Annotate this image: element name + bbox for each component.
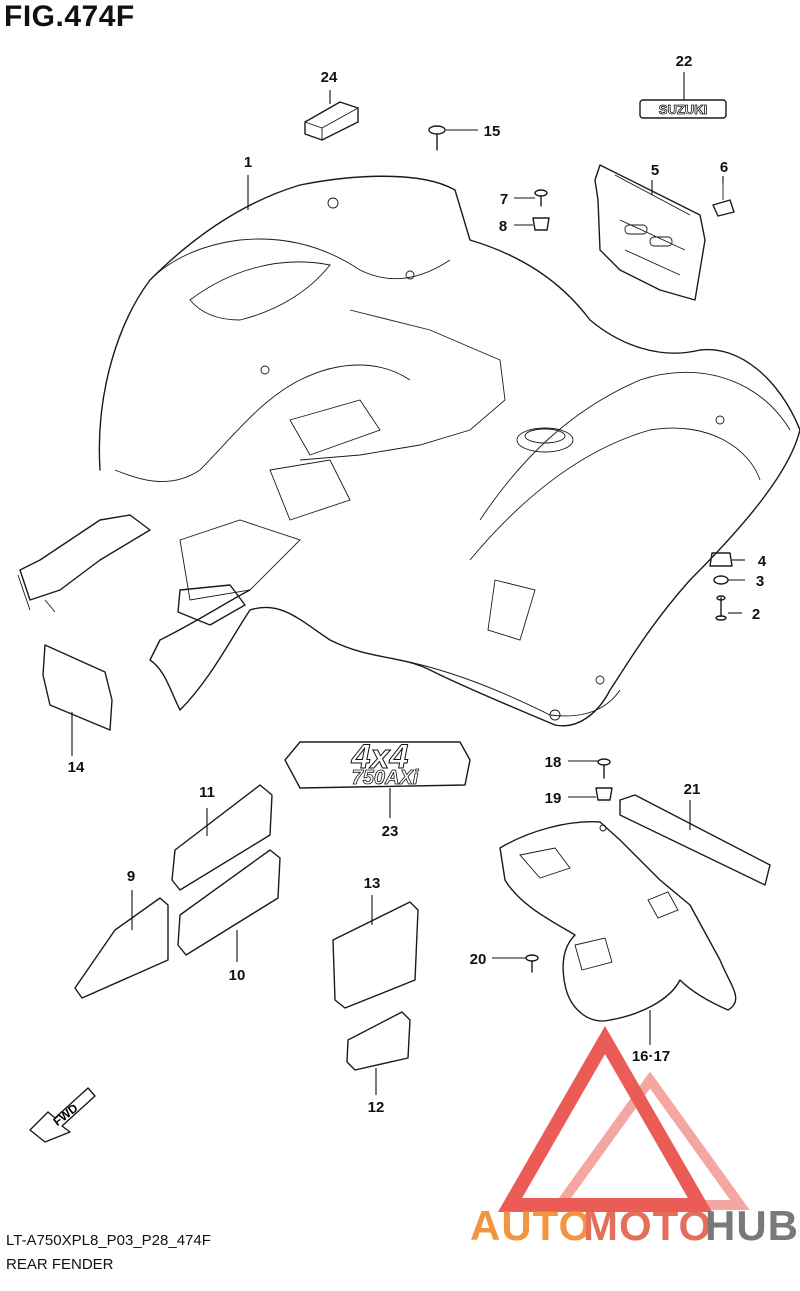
pad-10 [177, 849, 281, 956]
callout-18: 18 [545, 754, 562, 771]
watermark-moto: MOTO [583, 1202, 712, 1249]
callout-12: 12 [368, 1099, 385, 1116]
pad-14 [42, 644, 113, 731]
watermark-hub: HUB [705, 1202, 799, 1249]
callout-20: 20 [470, 951, 487, 968]
callout-15: 15 [484, 123, 501, 140]
rear-fender-body [17, 175, 800, 727]
clip-6 [712, 183, 735, 217]
callout-9: 9 [127, 868, 135, 885]
callout-4: 4 [758, 553, 767, 570]
callout-14: 14 [68, 759, 85, 776]
grommet-19 [595, 787, 613, 801]
pad-9 [74, 897, 169, 999]
callout-8: 8 [499, 218, 507, 235]
bracket-5 [594, 164, 706, 301]
footer-section-name: REAR FENDER [6, 1256, 114, 1273]
pad-13 [332, 901, 419, 1009]
callout-16-17: 16·17 [632, 1048, 670, 1065]
callout-22: 22 [676, 53, 693, 70]
decal-23 [284, 741, 471, 789]
suzuki-badge-22 [639, 99, 727, 119]
suzuki-badge-text: SUZUKI [659, 102, 707, 117]
strip-21 [619, 794, 771, 886]
footer-model-code: LT-A750XPL8_P03_P28_474F [6, 1232, 211, 1249]
callout-7: 7 [500, 191, 508, 208]
washer-3 [713, 575, 729, 585]
watermark-auto: AUTO [470, 1202, 592, 1249]
bolt-2 [715, 595, 727, 621]
callout-19: 19 [545, 790, 562, 807]
mudguard-16-17 [499, 821, 737, 1022]
block-24 [304, 101, 359, 141]
pad-11 [171, 784, 273, 891]
pad-12 [346, 1011, 411, 1071]
callout-2: 2 [752, 606, 760, 623]
callout-10: 10 [229, 967, 246, 984]
bolt-15 [428, 125, 446, 151]
decal-model-text: 750AXi [352, 767, 419, 789]
fwd-label: FWD [50, 1101, 80, 1129]
callout-1: 1 [244, 154, 252, 171]
figure-title: FIG.474F [4, 0, 135, 33]
decal-4x4-text: 4x4 [351, 738, 409, 776]
callout-23: 23 [382, 823, 399, 840]
grommet-4 [709, 552, 733, 567]
fwd-arrow-icon [29, 1087, 96, 1143]
callout-21: 21 [684, 781, 701, 798]
grommet-8 [532, 217, 550, 231]
screw-18 [597, 758, 611, 779]
callout-3: 3 [756, 573, 764, 590]
watermark-text: AUTO MOTO HUB [470, 1202, 799, 1249]
callout-13: 13 [364, 875, 381, 892]
callout-5: 5 [651, 162, 659, 179]
callout-24: 24 [321, 69, 338, 86]
watermark-logo [497, 1025, 750, 1212]
leader-lines [71, 72, 745, 1095]
screw-7 [534, 189, 548, 207]
callout-6: 6 [720, 159, 728, 176]
screw-20 [525, 954, 539, 973]
callout-11: 11 [199, 784, 215, 801]
